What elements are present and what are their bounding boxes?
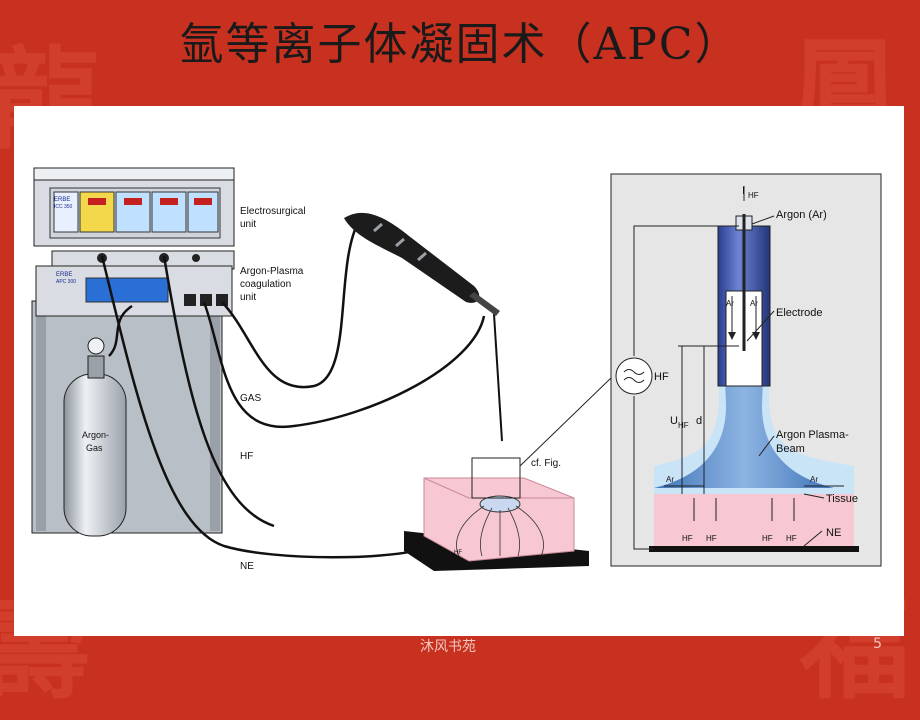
page-number: 5 (873, 636, 882, 652)
plasma-beam-label-1: Argon Plasma- (776, 429, 849, 441)
ar-right-label: Ar (810, 475, 818, 484)
cables (100, 220, 503, 559)
ar-in-tube-label-1: Ar (726, 299, 734, 308)
electrosurgical-unit-label-1: Electrosurgical (240, 206, 306, 217)
hf-cable-label: HF (240, 451, 253, 462)
equipment-cart (31, 300, 223, 534)
apc-handpiece (344, 212, 500, 316)
argon-gas-label-1: Argon- (82, 430, 109, 440)
zoom-diagram (615, 186, 859, 552)
apc-brand-label: ERBE (56, 272, 72, 278)
ar-in-tube-label-2: Ar (750, 299, 758, 308)
diagram-panel: ERBE ICC 350 ERBE APC 300 Argon- Gas (14, 106, 904, 636)
hf-current-label-4: HF (786, 534, 797, 543)
apc-unit-label-2: coagulation (240, 279, 291, 290)
apc-unit-label-3: unit (240, 292, 256, 303)
argon-gas-label-2: Gas (86, 443, 103, 453)
apc-model-label: APC 300 (56, 279, 76, 285)
hf-current-label-2: HF (706, 534, 717, 543)
ne-label: NE (826, 527, 841, 539)
i-hf-sub-label: HF (748, 191, 759, 200)
cf-fig-label: cf. Fig. (531, 458, 561, 469)
gas-cable-label: GAS (240, 393, 261, 404)
apc-unit: ERBE APC 300 (35, 265, 233, 317)
apc-diagram: ERBE ICC 350 ERBE APC 300 Argon- Gas (31, 167, 882, 572)
u-hf-label: U (670, 415, 678, 427)
ar-left-label: Ar (666, 475, 674, 484)
u-hf-sub-label: HF (678, 421, 689, 430)
hf-current-label-1: HF (682, 534, 693, 543)
electrode-label: Electrode (776, 307, 822, 319)
apc-unit-label-1: Argon-Plasma (240, 266, 304, 277)
i-hf-label: I (742, 185, 745, 197)
d-label: d (696, 415, 702, 427)
hf-source-label: HF (654, 371, 669, 383)
esu-model-label: ICC 350 (54, 204, 73, 210)
tissue-label: Tissue (826, 493, 858, 505)
ne-cable-label: NE (240, 561, 254, 572)
slide-footer: 沐风书苑 (420, 639, 476, 655)
tissue-block: HF (404, 477, 589, 571)
cf-fig-box (471, 457, 521, 499)
cf-fig-line (519, 377, 612, 467)
electrosurgical-unit-label-2: unit (240, 219, 256, 230)
tissue-hf-label: HF (454, 550, 462, 556)
electrosurgical-unit: ERBE ICC 350 (33, 167, 235, 270)
esu-brand-label: ERBE (54, 197, 70, 203)
hf-current-label-3: HF (762, 534, 773, 543)
slide-title: 氩等离子体凝固术（APC） (179, 19, 741, 70)
argon-gas-cylinder: Argon- Gas (63, 337, 127, 537)
argon-label: Argon (Ar) (776, 209, 827, 221)
plasma-beam-label-2: Beam (776, 443, 805, 455)
